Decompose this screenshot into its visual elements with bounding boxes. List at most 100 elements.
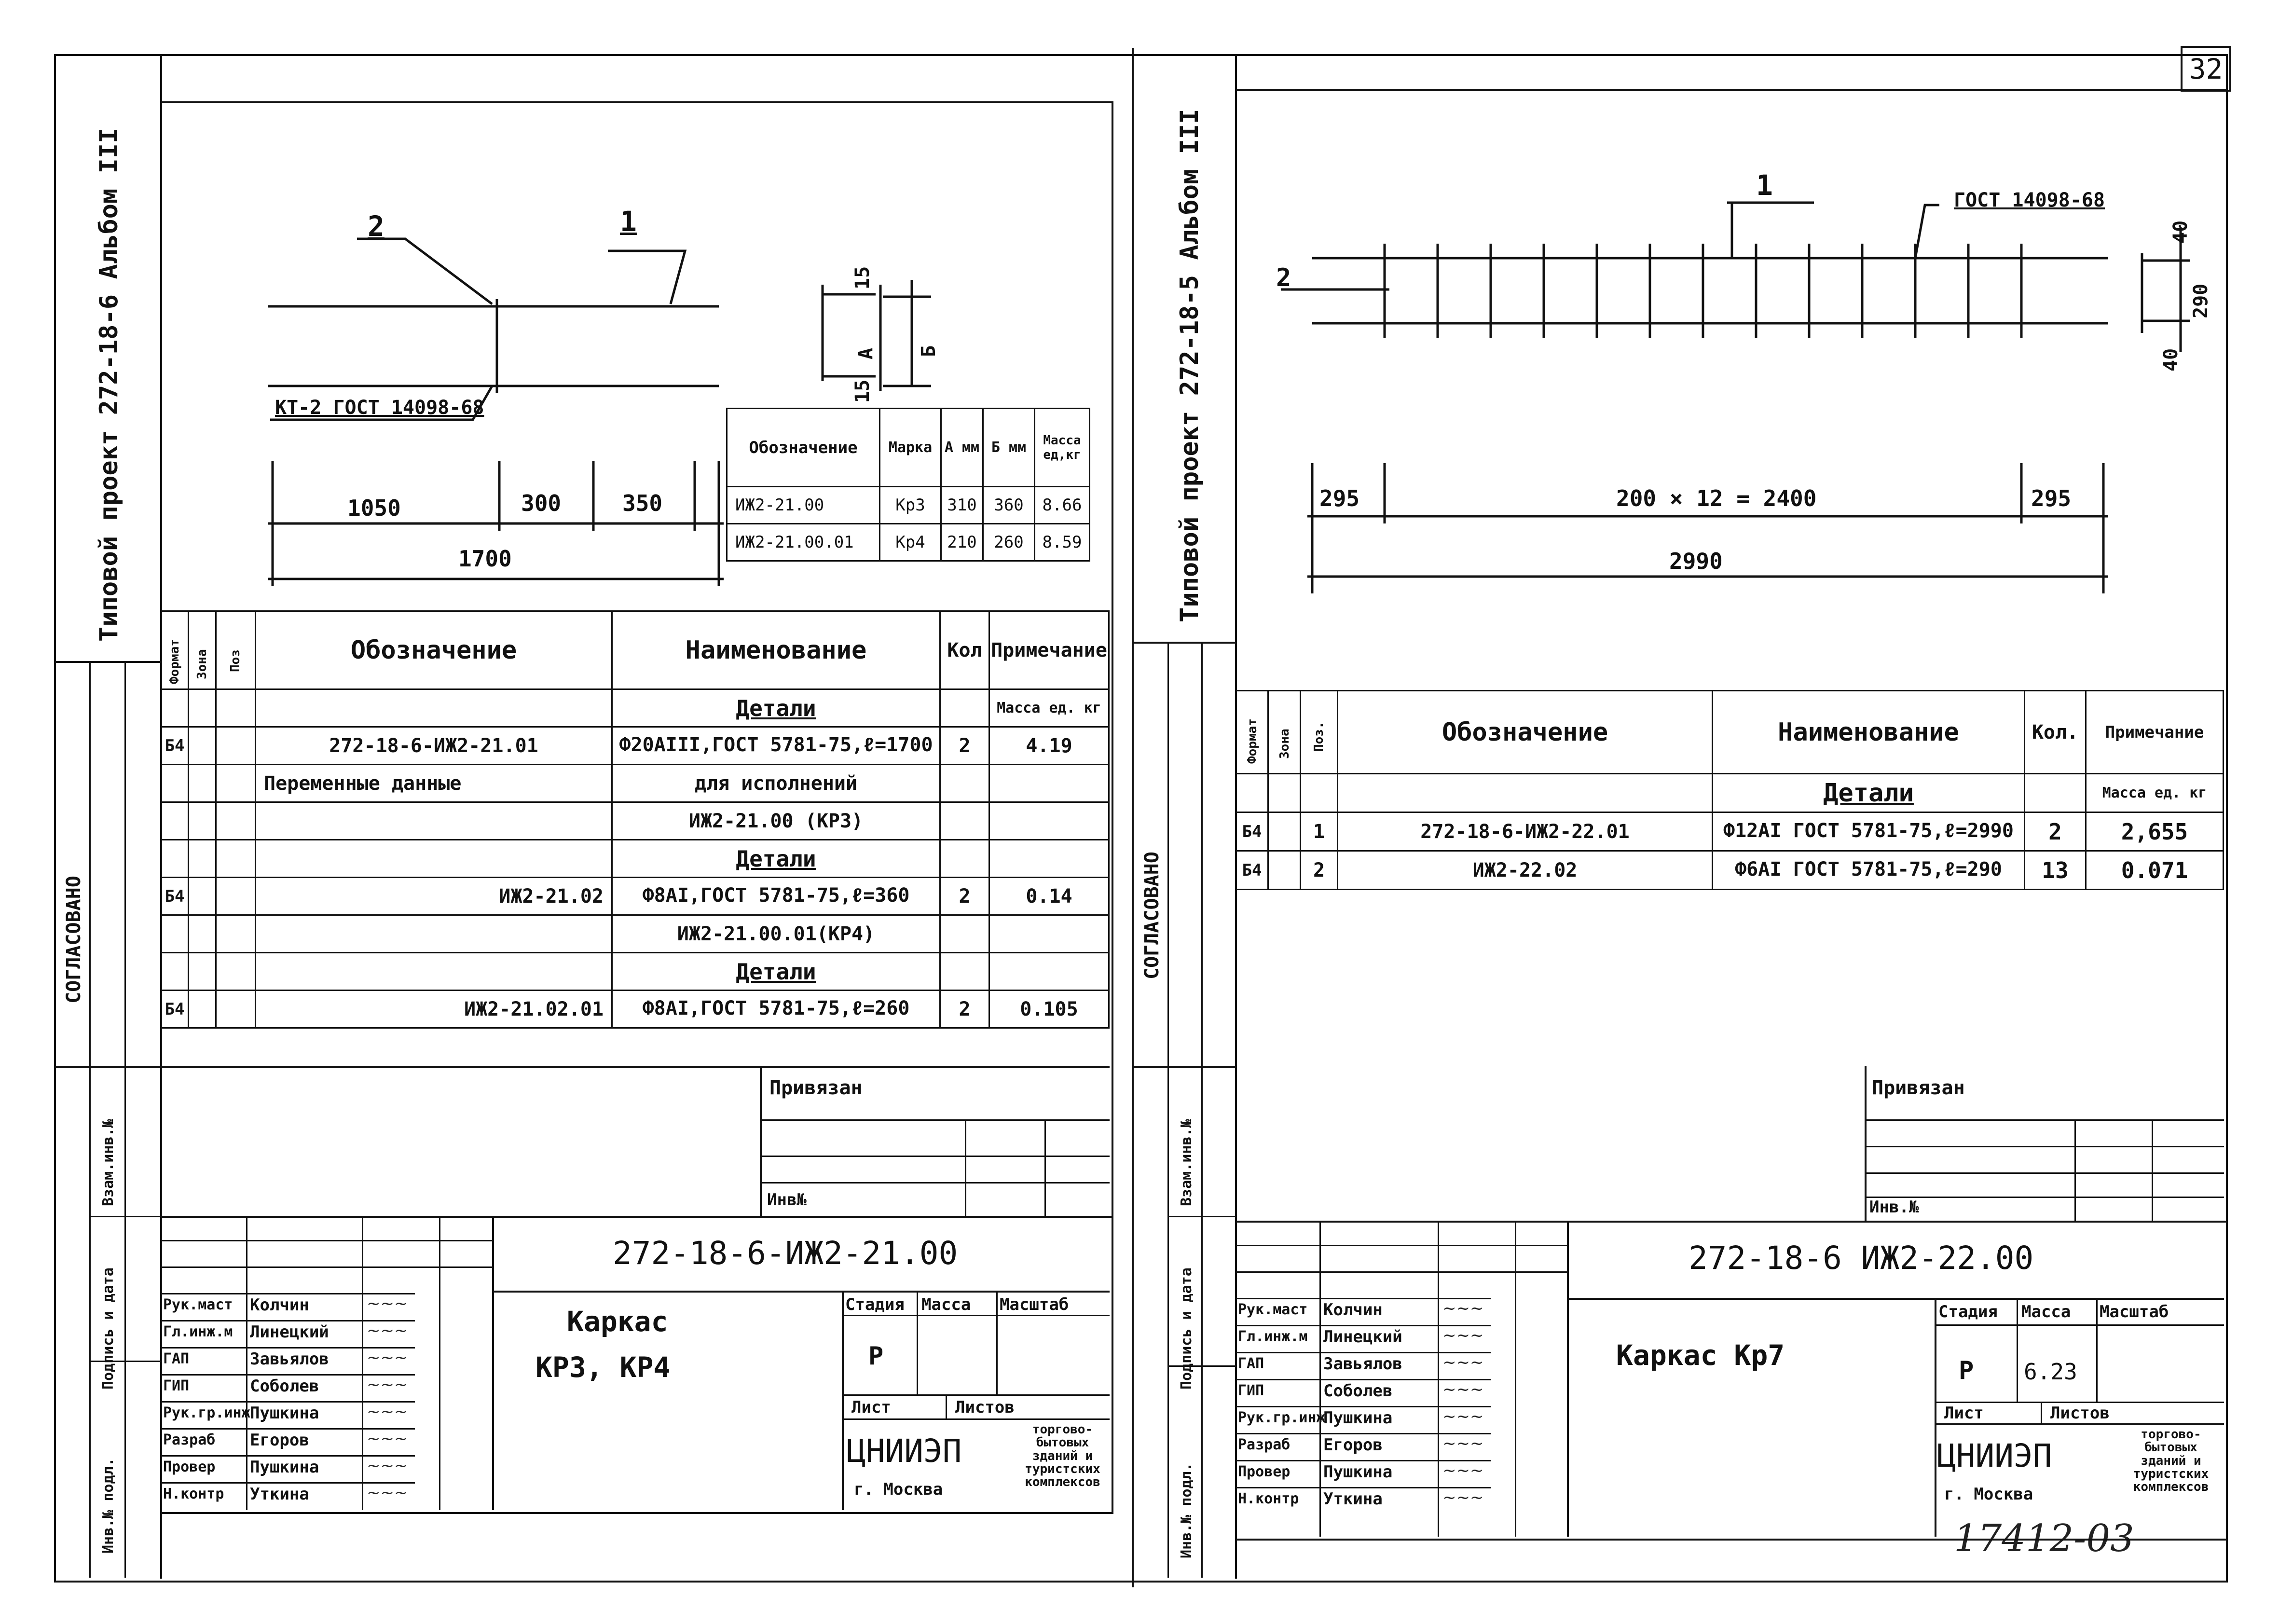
left-org-desc: торгово-бытовых зданий и туристских комп… (1025, 1422, 1100, 1490)
staff-signature: ~~~ (1442, 1353, 1484, 1372)
right-drawing-code: 272-18-6 ИЖ2-22.00 (1689, 1239, 2034, 1277)
spec-header-pos: Поз. (1300, 690, 1338, 774)
right-section-dim-top: 40 (2169, 220, 2192, 244)
staff-row-line (160, 1482, 415, 1484)
staff-role: ГАП (163, 1350, 190, 1367)
staff-role: Гл.инж.м (1238, 1328, 1308, 1345)
right-scale-header: Масштаб (2100, 1302, 2169, 1321)
staff-row-line (160, 1320, 415, 1321)
right-inv-no: Инв.№ (1869, 1197, 1919, 1217)
staff-name: Линецкий (250, 1322, 329, 1342)
staff-role: Разраб (163, 1431, 216, 1448)
spec-cell-format (1235, 773, 1269, 813)
mini-cell: 8.59 (1034, 523, 1090, 562)
staff-signature: ~~~ (1442, 1380, 1484, 1399)
staff-row-line (1235, 1460, 1491, 1461)
spec-cell-name: Ф8АI,ГОСТ 5781-75,ℓ=260 (611, 990, 941, 1029)
staff-name: Уткина (1323, 1489, 1383, 1509)
left-inv-no: Инв№ (767, 1190, 807, 1210)
spec-cell-pos (1300, 773, 1338, 813)
spec-cell-pos: 2 (1300, 850, 1338, 890)
staff-role: ГИП (1238, 1382, 1264, 1399)
left-stage-header: Стадия (845, 1295, 905, 1314)
staff-name: Пушкина (250, 1404, 319, 1423)
spec-cell-zone (1267, 812, 1301, 852)
spec-cell-qty (2024, 773, 2087, 813)
left-dim-1050: 1050 (347, 495, 401, 521)
spec-header-text: Поз. (1312, 721, 1326, 752)
right-dim-2990: 2990 (1669, 548, 1723, 574)
mini-cell: 8.66 (1034, 486, 1090, 524)
left-pos2-label: 2 (368, 210, 384, 243)
right-pos2-label: 2 (1276, 263, 1291, 292)
staff-name: Пушкина (1323, 1462, 1393, 1482)
staff-name: Колчин (250, 1295, 309, 1315)
staff-signature: ~~~ (367, 1429, 408, 1448)
staff-name: Колчин (1323, 1300, 1383, 1320)
spec-header-qty: Кол. (2024, 690, 2087, 774)
staff-role: Разраб (1238, 1436, 1291, 1453)
right-sheet-label: Лист (1944, 1404, 1984, 1423)
right-pos1-label: 1 (1756, 169, 1773, 202)
staff-name: Соболев (250, 1376, 319, 1396)
left-pos1-label: 1 (620, 205, 637, 238)
staff-row-line (160, 1428, 415, 1430)
staff-signature: ~~~ (1442, 1326, 1484, 1345)
staff-name: Соболев (1323, 1381, 1393, 1401)
mini-cell: 210 (940, 523, 984, 562)
left-sheets-label: Листов (955, 1398, 1015, 1417)
spec-cell-designation (1337, 773, 1713, 813)
staff-row-line (1235, 1433, 1491, 1434)
staff-name: Уткина (250, 1485, 309, 1504)
spec-cell-format: Б4 (1235, 812, 1269, 852)
right-section-dim-bottom: 40 (2160, 348, 2182, 372)
staff-role: ГИП (163, 1377, 190, 1394)
left-dim-350: 350 (622, 490, 663, 516)
staff-signature: ~~~ (367, 1294, 408, 1313)
staff-row-line (160, 1401, 415, 1403)
spec-cell-name: Ф6АI ГОСТ 5781-75,ℓ=290 (1712, 850, 2025, 890)
staff-row-line (160, 1455, 415, 1457)
staff-role: Рук.гр.инж (1238, 1409, 1325, 1426)
spec-cell-note: Масса ед. кг (988, 688, 1110, 728)
spec-header-name: Наименование (1712, 690, 2025, 774)
staff-role: Н.контр (163, 1486, 224, 1502)
staff-row-line (1235, 1379, 1491, 1380)
left-dim-300: 300 (521, 490, 562, 516)
left-kt-label: КТ-2 ГОСТ 14098-68 (275, 397, 484, 419)
staff-signature: ~~~ (1442, 1299, 1484, 1318)
spec-header-note: Примечание (2085, 690, 2224, 774)
staff-signature: ~~~ (367, 1402, 408, 1421)
left-privyazan: Привязан (769, 1077, 863, 1099)
staff-role: Н.контр (1238, 1490, 1299, 1507)
staff-row-line (1235, 1487, 1491, 1488)
staff-name: Пушкина (250, 1458, 319, 1477)
spec-header-zone: Зона (1267, 690, 1301, 774)
right-title: Каркас Кр7 (1616, 1339, 1785, 1372)
right-org-city: г. Москва (1944, 1485, 2033, 1504)
spec-cell-note: 0.105 (988, 990, 1110, 1029)
right-dim-2400: 200 × 12 = 2400 (1616, 485, 1817, 511)
left-stage-value: Р (868, 1342, 884, 1371)
spec-header-text: Формат (1245, 718, 1260, 764)
staff-row-line (1235, 1352, 1491, 1353)
mini-cell: ИЖ2-21.00.01 (726, 523, 880, 562)
left-org-name: ЦНИИЭП (847, 1432, 962, 1470)
staff-signature: ~~~ (367, 1375, 408, 1394)
staff-signature: ~~~ (1442, 1434, 1484, 1453)
spec-cell-designation: 272-18-6-ИЖ2-22.01 (1337, 812, 1713, 852)
staff-signature: ~~~ (1442, 1488, 1484, 1507)
staff-row-line (160, 1374, 415, 1376)
left-drawing-code: 272-18-6-ИЖ2-21.00 (613, 1235, 958, 1272)
staff-name: Линецкий (1323, 1327, 1402, 1347)
spec-cell-zone (1267, 773, 1301, 813)
spec-cell-qty: 2 (2024, 812, 2087, 852)
staff-role: Гл.инж.м (163, 1323, 233, 1340)
staff-row-line (1235, 1406, 1491, 1407)
staff-row-line (1235, 1298, 1491, 1299)
right-sheets-label: Листов (2050, 1404, 2110, 1423)
staff-row-line (160, 1293, 415, 1294)
right-mass-header: Масса (2021, 1302, 2071, 1321)
